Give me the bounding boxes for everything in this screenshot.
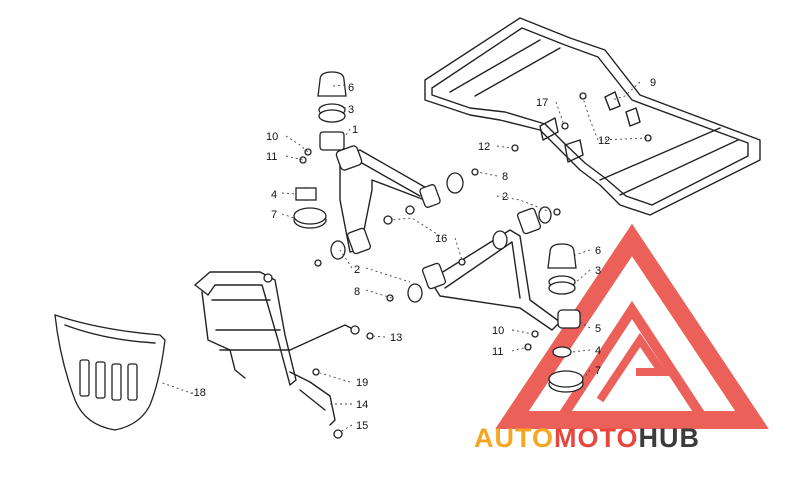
callout-7-top: 7 — [271, 209, 277, 221]
callout-15: 15 — [356, 420, 368, 432]
callout-10-low: 10 — [492, 325, 504, 337]
callout-10-top: 10 — [266, 131, 278, 143]
rear-rack — [424, 17, 761, 216]
callout-12-right: 12 — [598, 135, 610, 147]
watermark-word-hub: HUB — [639, 423, 701, 453]
callouts: 6 3 1 10 11 4 7 9 17 12 12 8 2 16 2 8 6 … — [190, 77, 656, 432]
watermark-word-moto: MOTO — [554, 423, 639, 453]
upper-shock-parts — [293, 71, 347, 229]
callout-14: 14 — [356, 399, 368, 411]
callout-7-low: 7 — [595, 365, 601, 377]
callout-18: -18 — [190, 387, 206, 399]
callout-8-low: 8 — [354, 286, 360, 298]
callout-6-right: 6 — [595, 245, 601, 257]
callout-17: 17 — [536, 97, 548, 109]
callout-3-right: 3 — [595, 265, 601, 277]
callout-8-top: 8 — [502, 171, 508, 183]
callout-2-top: 2 — [502, 191, 508, 203]
callout-16: 16 — [435, 233, 447, 245]
callout-11-top: 11 — [266, 151, 277, 163]
fasteners — [299, 92, 652, 439]
callout-11-low: 11 — [492, 346, 503, 358]
callout-2-low: 2 — [354, 264, 360, 276]
upper-a-arm — [330, 145, 464, 260]
callout-6-top: 6 — [348, 82, 354, 94]
callout-1: 1 — [352, 124, 358, 136]
callout-19: 19 — [356, 377, 368, 389]
leader-lines — [159, 81, 649, 433]
callout-3-top: 3 — [348, 104, 354, 116]
lower-a-arm — [407, 206, 581, 331]
callout-9: 9 — [650, 77, 656, 89]
watermark-word-auto: AUTO — [474, 423, 554, 453]
front-bumper-frame — [194, 271, 360, 426]
svg-text:AUTOMOTOHUB: AUTOMOTOHUB — [474, 423, 700, 453]
callout-4-low: 4 — [595, 345, 601, 357]
watermark-logo-triangle — [495, 223, 769, 429]
lower-shock-parts — [547, 243, 584, 393]
watermark-logo-text: AUTOMOTOHUB — [474, 423, 700, 453]
callout-4-top: 4 — [271, 189, 277, 201]
front-guard — [54, 314, 166, 431]
callout-5: 5 — [595, 323, 601, 335]
callout-12-mid: 12 — [478, 141, 490, 153]
callout-13: 13 — [390, 332, 402, 344]
